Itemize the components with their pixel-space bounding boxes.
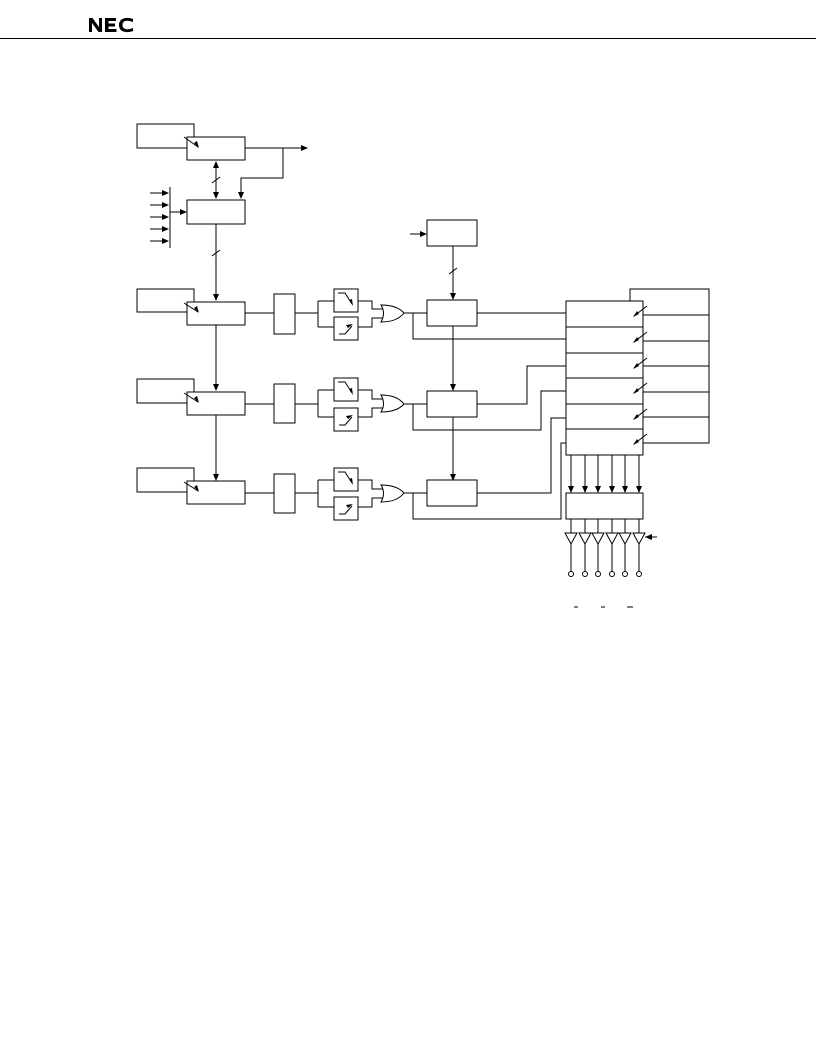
- channel-2: [136, 365, 566, 481]
- ch3-rising-edge-box: [333, 467, 359, 492]
- top-right-control-group: [410, 219, 478, 300]
- nec-logo: [89, 17, 133, 33]
- ch3-falling-edge-box: [333, 496, 359, 521]
- ch2-comparator-box: [273, 383, 296, 424]
- output-register-stack: [565, 288, 710, 456]
- ch1-or-gate: [380, 304, 405, 323]
- input-selector-box: [186, 199, 246, 225]
- ch3-compare-register: [136, 467, 195, 493]
- ch1-timer-box: [186, 301, 246, 326]
- output-buffer-3: [591, 532, 605, 546]
- output-buffer-1: [564, 532, 578, 546]
- ch1-output-control-box: [426, 299, 478, 327]
- ch2-rising-edge-box: [333, 377, 359, 402]
- channel-1: [136, 288, 566, 391]
- ch2-timer-box: [186, 391, 246, 416]
- output-buffer-4: [605, 532, 619, 546]
- output-buffer-5: [618, 532, 632, 546]
- ch2-output-control-box: [426, 390, 478, 418]
- ch3-timer-box: [186, 480, 246, 505]
- ch3-output-control-box: [426, 479, 478, 507]
- ch2-compare-register: [136, 378, 195, 404]
- ch1-rising-edge-box: [333, 288, 359, 313]
- channel-3: [136, 417, 566, 521]
- ch3-comparator-box: [273, 473, 296, 514]
- output-pin-6: [636, 571, 642, 577]
- output-buffer-6: [632, 532, 646, 546]
- control-register-box: [426, 219, 478, 247]
- ch1-comparator-box: [273, 293, 296, 335]
- input-selector-group: [150, 187, 246, 301]
- top-left-register-box: [136, 123, 195, 149]
- output-buffer-2: [578, 532, 592, 546]
- output-pin-1: [568, 571, 574, 577]
- output-pin-3: [595, 571, 601, 577]
- ch2-falling-edge-box: [333, 407, 359, 432]
- output-pin-2: [582, 571, 588, 577]
- top-counter-box: [186, 136, 246, 161]
- ch1-compare-register: [136, 288, 195, 313]
- ch3-or-gate: [380, 484, 405, 503]
- output-buffer-group: [564, 455, 657, 608]
- ch2-or-gate: [380, 394, 405, 413]
- header-divider: [0, 38, 816, 39]
- ch1-falling-edge-box: [333, 316, 359, 341]
- top-register-group: [136, 123, 308, 199]
- output-latch-box: [565, 492, 644, 520]
- output-pin-5: [622, 571, 628, 577]
- output-pin-4: [609, 571, 615, 577]
